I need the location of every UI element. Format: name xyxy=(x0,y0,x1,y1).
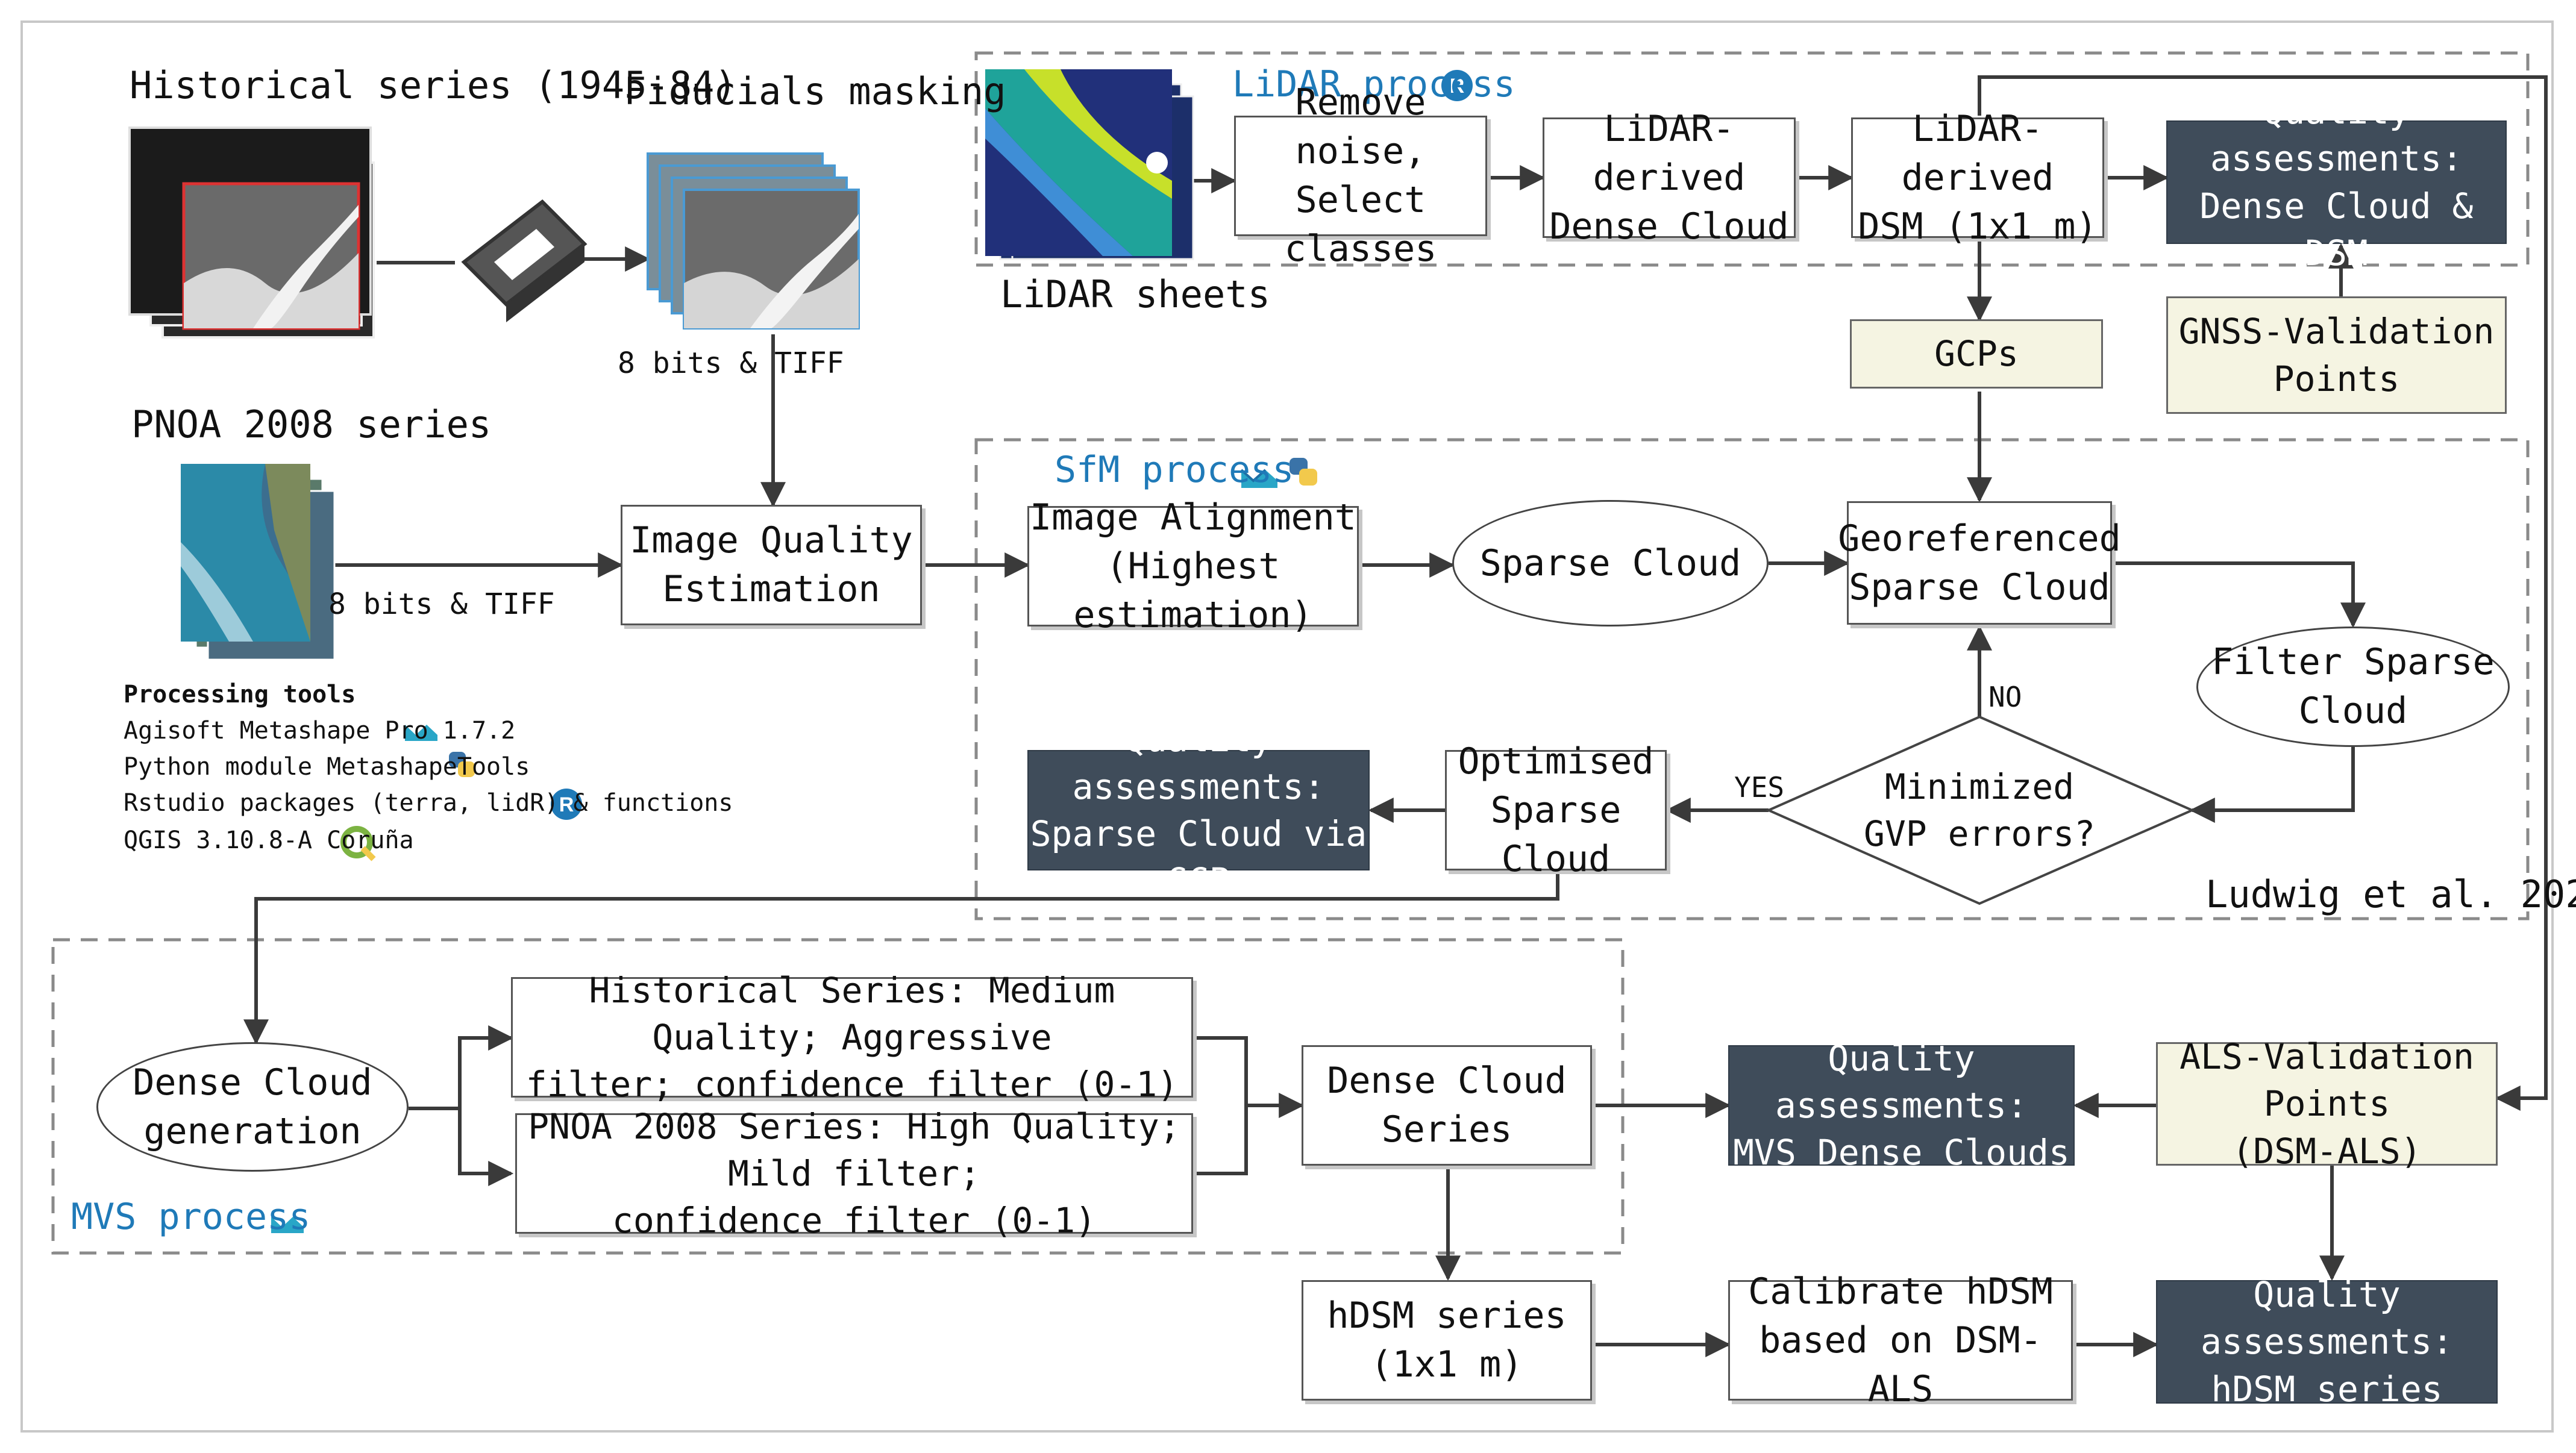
dense-cloud-series-node: Dense Cloud Series xyxy=(1302,1045,1592,1166)
arrow-pnoa-series xyxy=(1193,1105,1248,1175)
tool-item-qgis: QGIS 3.10.8-A Coruña xyxy=(124,826,414,854)
fiducials-photo-stack xyxy=(647,152,860,330)
qa-mvs-node: Quality assessments: MVS Dense Clouds xyxy=(1728,1038,2075,1173)
tool-item-rstudio: Rstudio packages (terra, lidR) & functio… xyxy=(124,789,733,817)
remove-noise-node: Remove noise, Select classes xyxy=(1234,81,1487,270)
bits-tiff-caption-2: 8 bits & TIFF xyxy=(328,587,555,621)
georeferenced-sparse-node: Georeferenced Sparse Cloud xyxy=(1838,501,2121,625)
lidar-sheets-title: LiDAR sheets xyxy=(1000,272,1270,316)
qa-sparse-node: Quality assessments: Sparse Cloud via GC… xyxy=(1027,719,1370,901)
reference-label: Ludwig et al. 2020 xyxy=(2205,872,2576,916)
fiducials-title: Fiducials masking xyxy=(624,69,1006,113)
historical-params-node: Historical Series: Medium Quality; Aggre… xyxy=(511,970,1193,1105)
sparse-cloud-node: Sparse Cloud xyxy=(1452,500,1769,627)
lidar-sheets-stack xyxy=(985,69,1194,260)
decision-yes-label: YES xyxy=(1734,771,1785,804)
pnoa-photo-stack xyxy=(181,464,336,661)
pnoa-params-node: PNOA 2008 Series: High Quality; Mild fil… xyxy=(515,1106,1193,1241)
filter-sparse-node: Filter Sparse Cloud xyxy=(2196,627,2510,747)
pnoa-title: PNOA 2008 series xyxy=(131,402,492,446)
tools-title: Processing tools xyxy=(124,681,356,708)
tool-item-python: Python module MetashapeTools xyxy=(124,753,530,781)
calibrate-hdsm-node: Calibrate hDSM based on DSM-ALS xyxy=(1728,1270,2073,1410)
als-validation-node: ALS-Validation Points (DSM-ALS) xyxy=(2156,1036,2498,1172)
lidar-dsm-node: LiDAR-derived DSM (1x1 m) xyxy=(1851,108,2104,248)
arrow-hist-series xyxy=(1193,1036,1305,1118)
gcps-node: GCPs xyxy=(1850,319,2103,389)
historical-series-title: Historical series (1945-84) xyxy=(130,63,737,107)
tool-item-metashape: Agisoft Metashape Pro 1.7.2 xyxy=(124,717,516,745)
qa-dense-dsm-node: Quality assessments: Dense Cloud & DSM xyxy=(2166,91,2507,273)
arrow-georef-filter xyxy=(2112,561,2366,628)
lidar-process-title: LiDAR process xyxy=(1232,63,1515,105)
minimized-errors-text: Minimized GVP errors? xyxy=(1863,766,2096,854)
bits-tiff-caption-1: 8 bits & TIFF xyxy=(618,346,844,380)
image-quality-node: Image Quality Estimation xyxy=(621,505,922,625)
lidar-dense-cloud-node: LiDAR-derived Dense Cloud xyxy=(1543,108,1796,248)
gnss-validation-node: GNSS-Validation Points xyxy=(2166,296,2507,414)
optimised-sparse-node: Optimised Sparse Cloud xyxy=(1445,740,1667,880)
hdsm-series-node: hDSM series (1x1 m) xyxy=(1302,1280,1592,1401)
arrow-densegen-split-2 xyxy=(458,1108,514,1186)
decision-no-label: NO xyxy=(1988,681,2022,713)
scanner-icon xyxy=(461,199,588,322)
arrow-densegen-split xyxy=(409,1025,514,1110)
dense-cloud-generation-node: Dense Cloud generation xyxy=(96,1042,409,1172)
arrow-filter-diamond xyxy=(2189,747,2355,823)
image-alignment-node: Image Alignment (Highest estimation) xyxy=(1027,496,1359,636)
sfm-process-title: SfM process xyxy=(1055,449,1294,491)
mvs-process-title: MVS process xyxy=(71,1196,311,1238)
historical-photo-stack xyxy=(128,127,375,339)
qa-hdsm-node: Quality assessments: hDSM series xyxy=(2156,1274,2498,1410)
